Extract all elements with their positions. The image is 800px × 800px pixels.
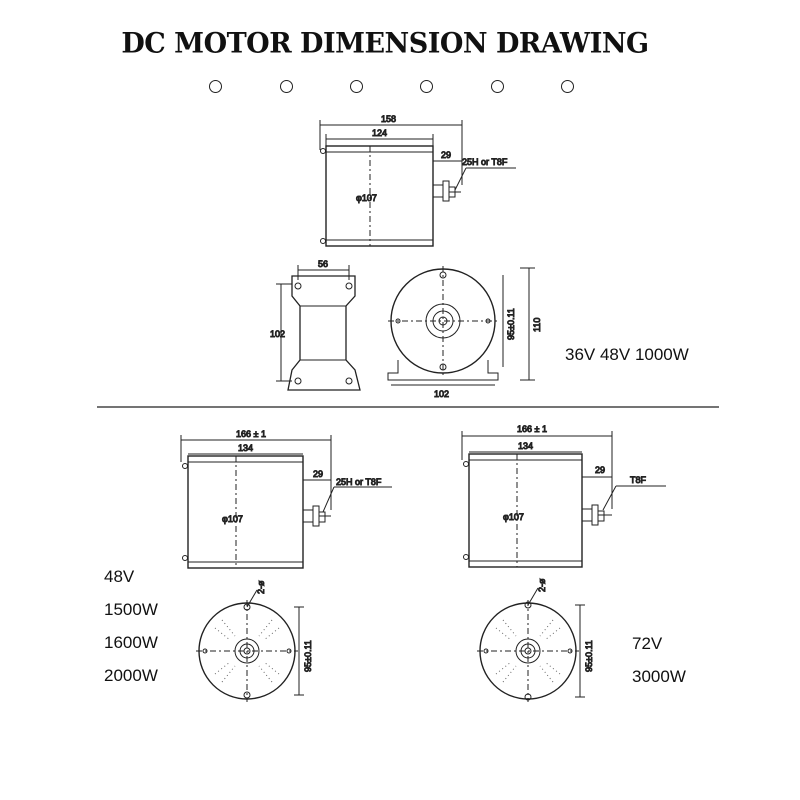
bottom-left-side-view: 166 ± 1 134 29 25H or T8F φ107: [180, 429, 392, 569]
dim-overall-length: 166 ± 1: [236, 429, 266, 439]
dim-base-width: 102: [434, 389, 449, 399]
spec-bottom-right-1: 72V: [632, 634, 663, 653]
sprocket-label: 25H or T8F: [336, 477, 382, 487]
dim-shaft-length: 29: [313, 469, 323, 479]
dim-overall-length: 166 ± 1: [517, 424, 547, 434]
dim-shaft-length: 29: [441, 150, 451, 160]
dim-body-length: 134: [238, 443, 253, 453]
dim-hole: 2-ø: [537, 578, 547, 592]
dim-foot-width: 56: [318, 259, 328, 269]
dim-diameter: φ107: [222, 514, 243, 524]
dim-body-length: 134: [518, 441, 533, 451]
decorative-circle-5: [491, 80, 504, 93]
decorative-circle-1: [209, 80, 222, 93]
dim-mount-tolerance: 95±0.11: [584, 640, 594, 672]
top-front-view: 102 95±0.11 110: [387, 266, 543, 400]
decorative-circle-2: [280, 80, 293, 93]
decorative-circle-6: [561, 80, 574, 93]
sprocket-label: 25H or T8F: [462, 157, 508, 167]
spec-bottom-left-2: 1500W: [104, 600, 158, 619]
decorative-circle-4: [420, 80, 433, 93]
dim-height: 102: [270, 329, 285, 339]
dim-diameter: φ107: [503, 512, 524, 522]
bottom-right-side-view: 166 ± 1 134 29 T8F φ107: [461, 424, 666, 568]
spec-bottom-left-1: 48V: [104, 567, 135, 586]
dim-mount-tolerance: 95±0.11: [506, 308, 516, 340]
spec-top: 36V 48V 1000W: [565, 345, 689, 364]
dim-body-length: 124: [372, 128, 387, 138]
dim-hole: 2-ø: [256, 580, 266, 594]
spec-bottom-left-3: 1600W: [104, 633, 158, 652]
top-side-view: 158 124 29 25H or T8F φ107: [319, 114, 516, 247]
sprocket-label: T8F: [630, 475, 647, 485]
dim-mount-tolerance: 95±0.11: [303, 640, 313, 672]
dim-shaft-length: 29: [595, 465, 605, 475]
dim-overall-length: 158: [381, 114, 396, 124]
bottom-right-front-view: 2-ø 95±0.11: [477, 577, 595, 702]
top-foot-view: 56 102: [270, 259, 361, 391]
spec-bottom-left-4: 2000W: [104, 666, 158, 685]
decorative-circle-3: [350, 80, 363, 93]
spec-bottom-right-2: 3000W: [632, 667, 686, 686]
bottom-left-front-view: 2-ø 95±0.11: [196, 579, 314, 702]
dim-center-height: 110: [532, 318, 542, 332]
page-title: DC MOTOR DIMENSION DRAWING: [121, 27, 649, 60]
dim-diameter: φ107: [356, 193, 377, 203]
